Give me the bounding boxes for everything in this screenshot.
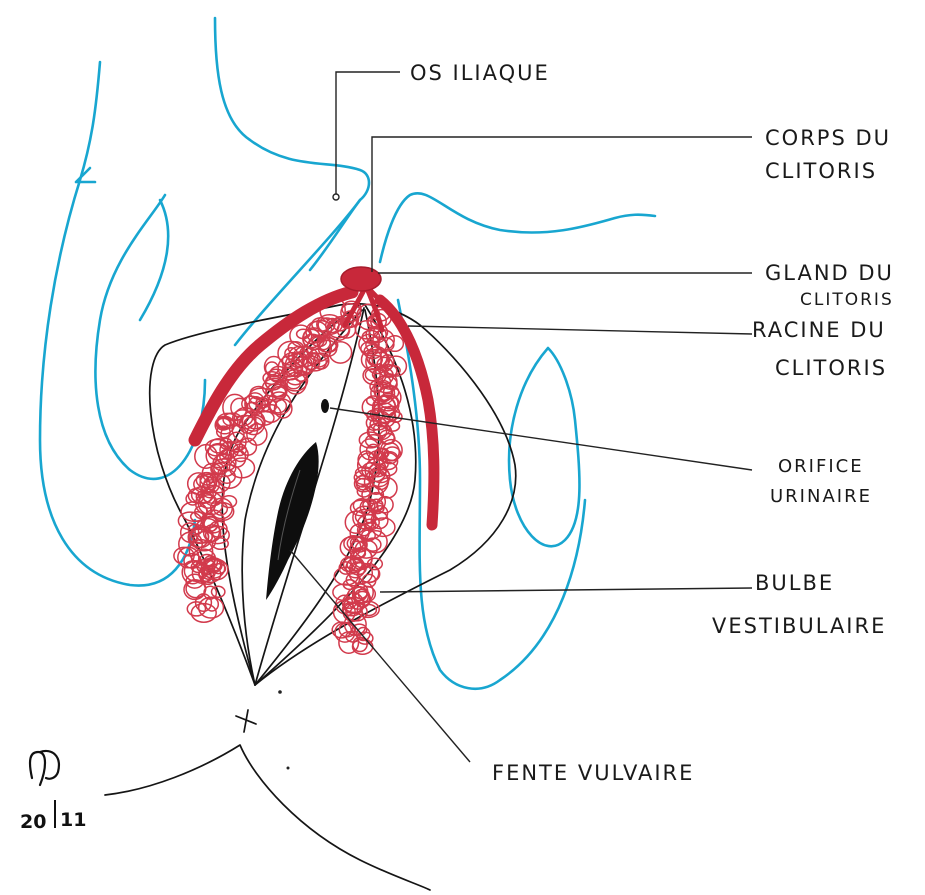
perineum-cross-mark — [236, 710, 256, 732]
buttock-contour — [105, 745, 430, 890]
label-corps-line1: CORPS DU — [765, 126, 891, 150]
leader-lines — [290, 72, 752, 762]
bulb-coil — [369, 356, 382, 365]
labels: OS ILIAQUE CORPS DU CLITORIS GLAND DU CL… — [410, 61, 894, 785]
label-bulbe-line1: BULBE — [755, 571, 834, 595]
label-corps-line2: CLITORIS — [765, 159, 877, 183]
left-ilium-arrow — [76, 168, 95, 182]
dot-mark — [278, 690, 282, 694]
bulb-coil — [329, 342, 351, 363]
leader-racine — [408, 326, 752, 334]
left-obturator-inner — [140, 200, 168, 320]
signature-date-left: 20 — [20, 811, 46, 833]
signature-flourish — [30, 751, 59, 785]
label-orifice-line1: ORIFICE — [778, 456, 864, 477]
left-ilium-outline — [40, 62, 195, 586]
bulb-coil — [353, 639, 373, 654]
signature-date-right: 11 — [60, 809, 86, 831]
leader-os-iliaque-dot — [333, 194, 339, 200]
urinary-orifice-mark — [321, 399, 329, 413]
author-signature: 20 11 — [20, 751, 86, 833]
label-bulbe-line2: VESTIBULAIRE — [712, 614, 886, 638]
pelvic-bone-outline — [40, 18, 655, 689]
label-gland-line1: GLAND DU — [765, 261, 894, 285]
bulb-coil — [184, 580, 205, 600]
label-orifice-line2: URINAIRE — [770, 486, 872, 507]
label-racine-line2: CLITORIS — [775, 356, 887, 380]
sacrum-outline — [215, 18, 369, 270]
label-gland-line2: CLITORIS — [800, 290, 894, 310]
dot-mark-2 — [287, 767, 290, 770]
clitoris-glans — [341, 267, 381, 291]
right-vestibular-bulb — [332, 304, 406, 654]
label-os-iliaque: OS ILIAQUE — [410, 61, 550, 85]
right-obturator-outline — [509, 348, 579, 546]
leader-fente — [290, 550, 470, 762]
label-racine-line1: RACINE DU — [752, 318, 886, 342]
label-fente: FENTE VULVAIRE — [492, 761, 694, 785]
pubis-right-outline — [380, 193, 655, 262]
leader-corps — [372, 137, 752, 272]
vaginal-opening-mark — [266, 442, 319, 600]
